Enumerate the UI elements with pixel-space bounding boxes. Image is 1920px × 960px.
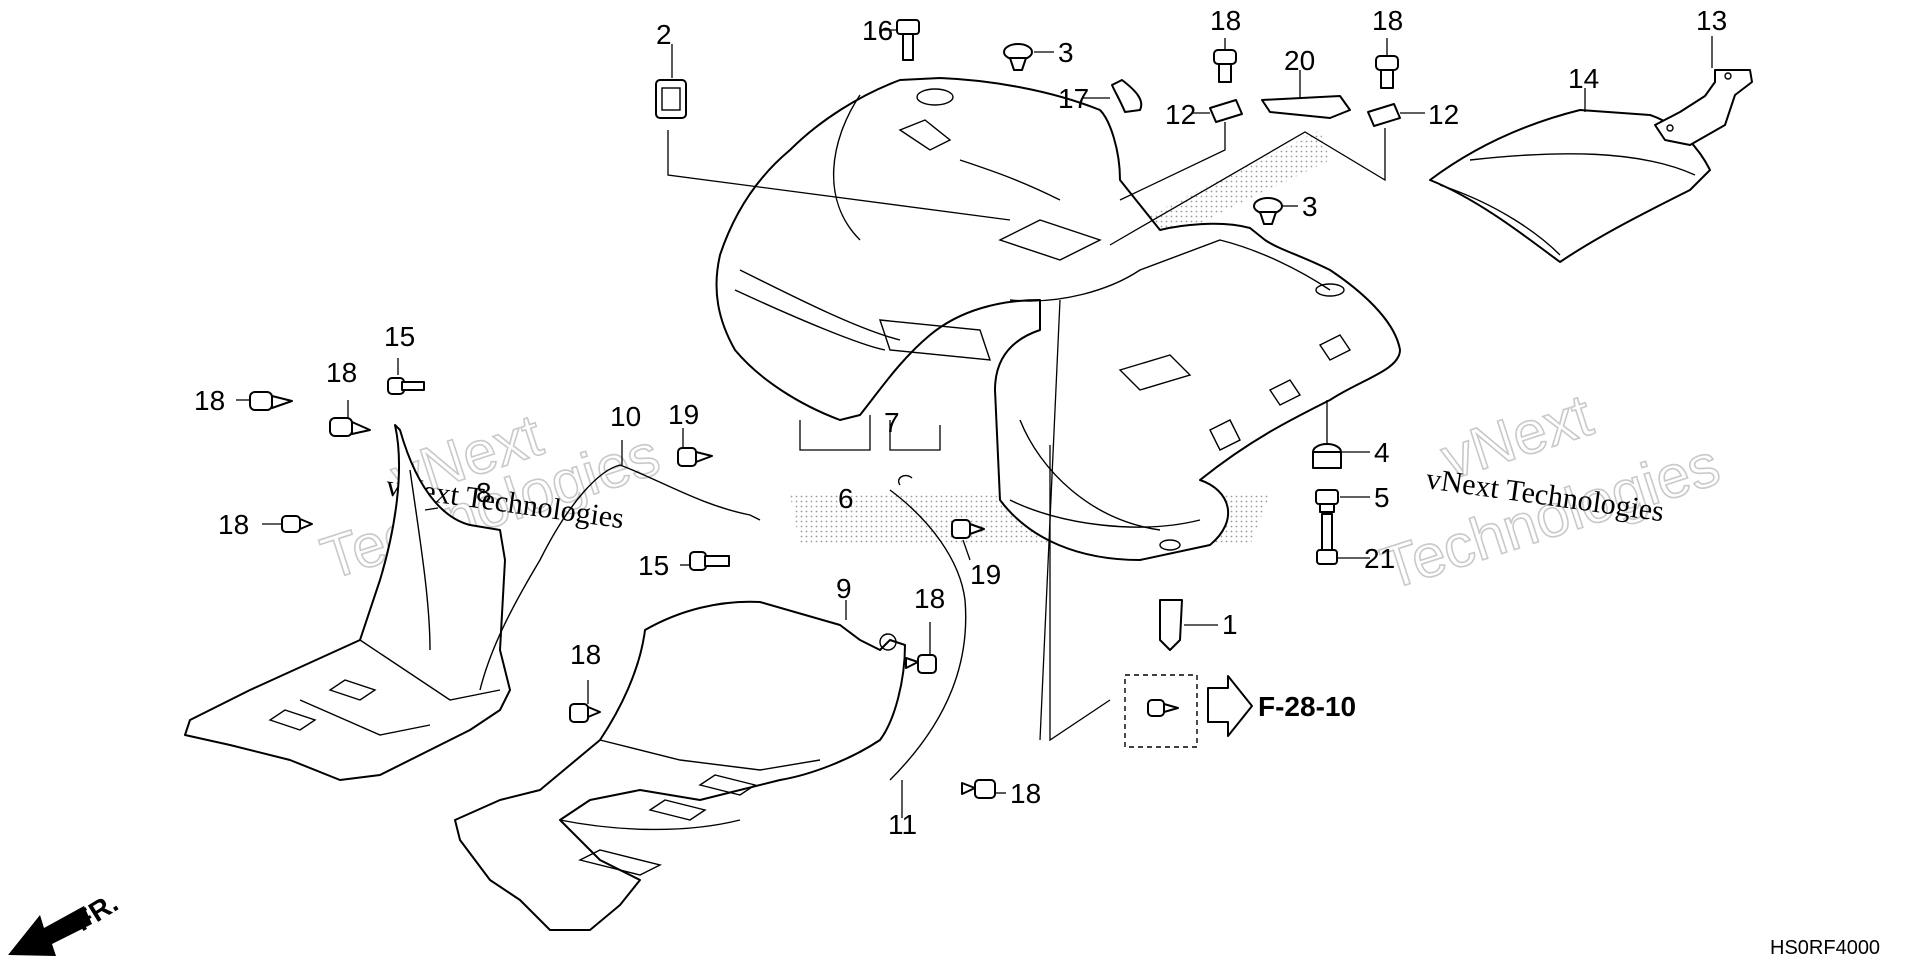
- callout-labels: 2 16 3 17 18 18 20 12 12 13 14 3 4 5 21 …: [194, 5, 1727, 840]
- grommet-3b: [1253, 197, 1283, 225]
- collar-5: [1315, 489, 1339, 513]
- screw-19-b: [951, 519, 985, 539]
- callout: 8: [476, 477, 492, 508]
- rivet-18-left-a: [249, 391, 293, 411]
- callout: 15: [384, 321, 415, 352]
- callout: 20: [1284, 45, 1315, 76]
- rivet-18-top-b: [1375, 55, 1399, 89]
- bolt-21: [1316, 513, 1338, 565]
- callout: 1: [1222, 609, 1238, 640]
- reference-arrow-icon: [1207, 675, 1253, 737]
- callout: 4: [1374, 437, 1390, 468]
- rivet-18-right: [905, 654, 937, 674]
- callout: 19: [668, 399, 699, 430]
- callout: 3: [1058, 37, 1074, 68]
- callout: 13: [1696, 5, 1727, 36]
- cushion-4: [1312, 443, 1342, 469]
- rivet-18-left-b: [329, 417, 371, 437]
- callout: 6: [838, 483, 854, 514]
- clip-1: [1159, 599, 1183, 651]
- bolt-16: [896, 19, 920, 61]
- rear-carrier-panel: [1429, 109, 1711, 263]
- callout: 17: [1058, 83, 1089, 114]
- callout: 18: [218, 509, 249, 540]
- callout: 11: [888, 809, 917, 840]
- callout: 16: [862, 15, 893, 46]
- callout: 7: [884, 407, 900, 438]
- callout: 18: [914, 583, 945, 614]
- clip-2: [655, 79, 687, 119]
- clamp-17: [1111, 79, 1143, 113]
- callout: 9: [836, 573, 852, 604]
- plate-12-b: [1367, 103, 1401, 127]
- plate-12-a: [1209, 99, 1243, 123]
- callout: 18: [1372, 5, 1403, 36]
- callout: 18: [194, 385, 225, 416]
- bolt-15-a: [387, 377, 425, 395]
- bolt-15-b: [689, 551, 730, 571]
- rivet-18-left-c: [281, 515, 313, 533]
- drawing-code: HS0RF4000: [1770, 937, 1880, 959]
- callout: 18: [1010, 778, 1041, 809]
- rivet-18-top-a: [1213, 49, 1237, 83]
- front-arrow-icon: [8, 906, 92, 956]
- callout: 5: [1374, 482, 1390, 513]
- callout: 12: [1428, 99, 1459, 130]
- left-footwell-guard: [184, 424, 511, 781]
- screw-19-a: [677, 447, 713, 467]
- callout: 14: [1568, 63, 1599, 94]
- right-footwell-guard: [454, 600, 906, 931]
- rear-fender: [715, 77, 1401, 561]
- plate-20: [1261, 95, 1351, 119]
- reference-box: [1124, 674, 1198, 748]
- callout: 10: [610, 401, 641, 432]
- callout: 18: [570, 639, 601, 670]
- callout: 12: [1165, 99, 1196, 130]
- reference-label[interactable]: F-28-10: [1258, 691, 1356, 722]
- fasteners: [249, 19, 1401, 799]
- leader-lines: [236, 29, 1713, 818]
- callout: 2: [656, 19, 672, 50]
- callout: 19: [970, 559, 1001, 590]
- callout: 21: [1364, 543, 1395, 574]
- rods: [479, 464, 967, 781]
- grommet-3a: [1003, 43, 1033, 71]
- callout: 15: [638, 550, 669, 581]
- rivet-18-bottom: [961, 779, 996, 799]
- rivet-18-mid: [569, 703, 601, 723]
- callout: 18: [1210, 5, 1241, 36]
- bracket-13: [1654, 69, 1753, 146]
- callout: 18: [326, 357, 357, 388]
- callout: 3: [1302, 191, 1318, 222]
